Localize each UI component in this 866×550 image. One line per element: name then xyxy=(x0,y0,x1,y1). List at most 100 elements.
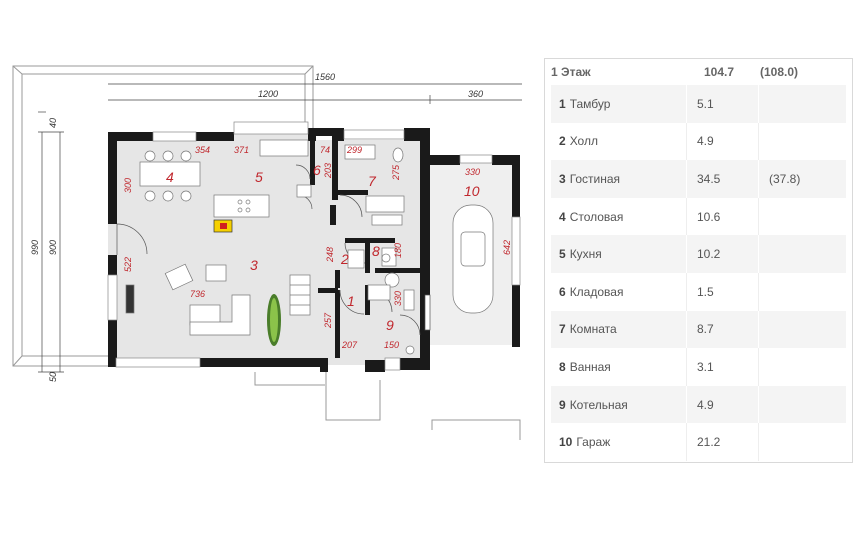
room-index: 6 xyxy=(559,284,566,299)
room-number-3: 3 xyxy=(250,257,258,273)
room-number-2: 2 xyxy=(340,251,349,267)
plant xyxy=(267,294,281,346)
room-index: 1 xyxy=(559,96,566,111)
dimension-main-width: 1200 xyxy=(258,89,278,99)
room-area-extra xyxy=(758,197,846,236)
dimension-d522: 522 xyxy=(123,257,133,272)
dimension-garage-width: 360 xyxy=(468,89,483,99)
floor-label: Этаж xyxy=(561,65,591,79)
floor-area-total: (108.0) xyxy=(760,65,799,79)
dimension-total-width: 1560 xyxy=(315,72,335,82)
dimension-d300: 300 xyxy=(123,178,133,193)
room-number-4: 4 xyxy=(166,169,174,185)
room-area: 4.9 xyxy=(686,385,758,424)
room-name: Тамбур xyxy=(569,96,611,111)
room-area-extra xyxy=(758,85,846,123)
room-number-9: 9 xyxy=(386,317,394,333)
room-area-extra xyxy=(758,348,846,386)
room-area-extra xyxy=(758,423,846,461)
dimension-d203: 203 xyxy=(323,163,333,179)
table-header: 1 Этаж 104.7 (108.0) xyxy=(545,59,852,85)
room-area: 1.5 xyxy=(686,272,758,311)
dimension-d354: 354 xyxy=(195,145,210,155)
room-area: 21.2 xyxy=(686,423,758,461)
room-name: Кухня xyxy=(569,247,602,262)
room-area-extra: (37.8) xyxy=(758,160,846,198)
room-index: 5 xyxy=(559,247,566,262)
room-index: 3 xyxy=(559,171,566,186)
dimension-total-depth: 990 xyxy=(30,240,40,255)
dimension-d180: 180 xyxy=(393,243,403,258)
room-number-1: 1 xyxy=(347,293,355,309)
dimension-d248: 248 xyxy=(325,247,335,263)
dimension-d736: 736 xyxy=(190,289,205,299)
room-area-extra xyxy=(758,310,846,349)
room-area: 10.6 xyxy=(686,197,758,236)
dimension-d74: 74 xyxy=(320,145,330,155)
dimension-d330-garage: 330 xyxy=(465,167,480,177)
dimension-lines xyxy=(38,83,522,373)
room-area-extra xyxy=(758,272,846,311)
dimension-d207: 207 xyxy=(341,340,358,350)
dimension-bottom-offset: 50 xyxy=(48,372,58,382)
room-name: Гараж xyxy=(576,435,611,450)
room-name: Ванная xyxy=(569,359,611,374)
room-area-extra xyxy=(758,385,846,424)
room-area-extra xyxy=(758,235,846,273)
floor-area: 104.7 xyxy=(704,65,735,79)
room-index: 4 xyxy=(559,209,566,224)
room-index: 9 xyxy=(559,397,566,412)
room-numbers: 1 2 3 4 5 6 7 8 9 10 xyxy=(166,162,480,333)
room-number-8: 8 xyxy=(372,243,380,259)
room-name: Котельная xyxy=(569,397,628,412)
room-area: 3.1 xyxy=(686,348,758,386)
room-area: 4.9 xyxy=(686,122,758,161)
room-area: 10.2 xyxy=(686,235,758,273)
dimension-d330-boiler: 330 xyxy=(393,291,403,306)
room-area: 8.7 xyxy=(686,310,758,349)
room-number-5: 5 xyxy=(255,169,263,185)
floor-number: 1 xyxy=(551,65,558,79)
room-index: 2 xyxy=(559,134,566,149)
room-area: 34.5 xyxy=(686,160,758,198)
room-index: 10 xyxy=(559,435,573,450)
dimension-d275: 275 xyxy=(391,164,401,181)
room-number-6: 6 xyxy=(313,162,321,178)
room-number-10: 10 xyxy=(464,183,480,199)
windows xyxy=(107,121,521,371)
room-index: 7 xyxy=(559,322,566,337)
walls xyxy=(108,128,520,372)
room-name: Гостиная xyxy=(569,171,621,186)
room-name: Кладовая xyxy=(569,284,624,299)
dimension-d257: 257 xyxy=(323,312,333,329)
room-name: Холл xyxy=(569,134,598,149)
dimension-d642: 642 xyxy=(502,240,512,255)
dimension-top-offset: 40 xyxy=(48,118,58,128)
room-index: 8 xyxy=(559,359,566,374)
room-area: 5.1 xyxy=(686,85,758,123)
dimension-main-depth: 900 xyxy=(48,240,58,255)
dimension-d371: 371 xyxy=(234,145,249,155)
furniture xyxy=(125,139,494,355)
dimension-d299: 299 xyxy=(346,145,362,155)
